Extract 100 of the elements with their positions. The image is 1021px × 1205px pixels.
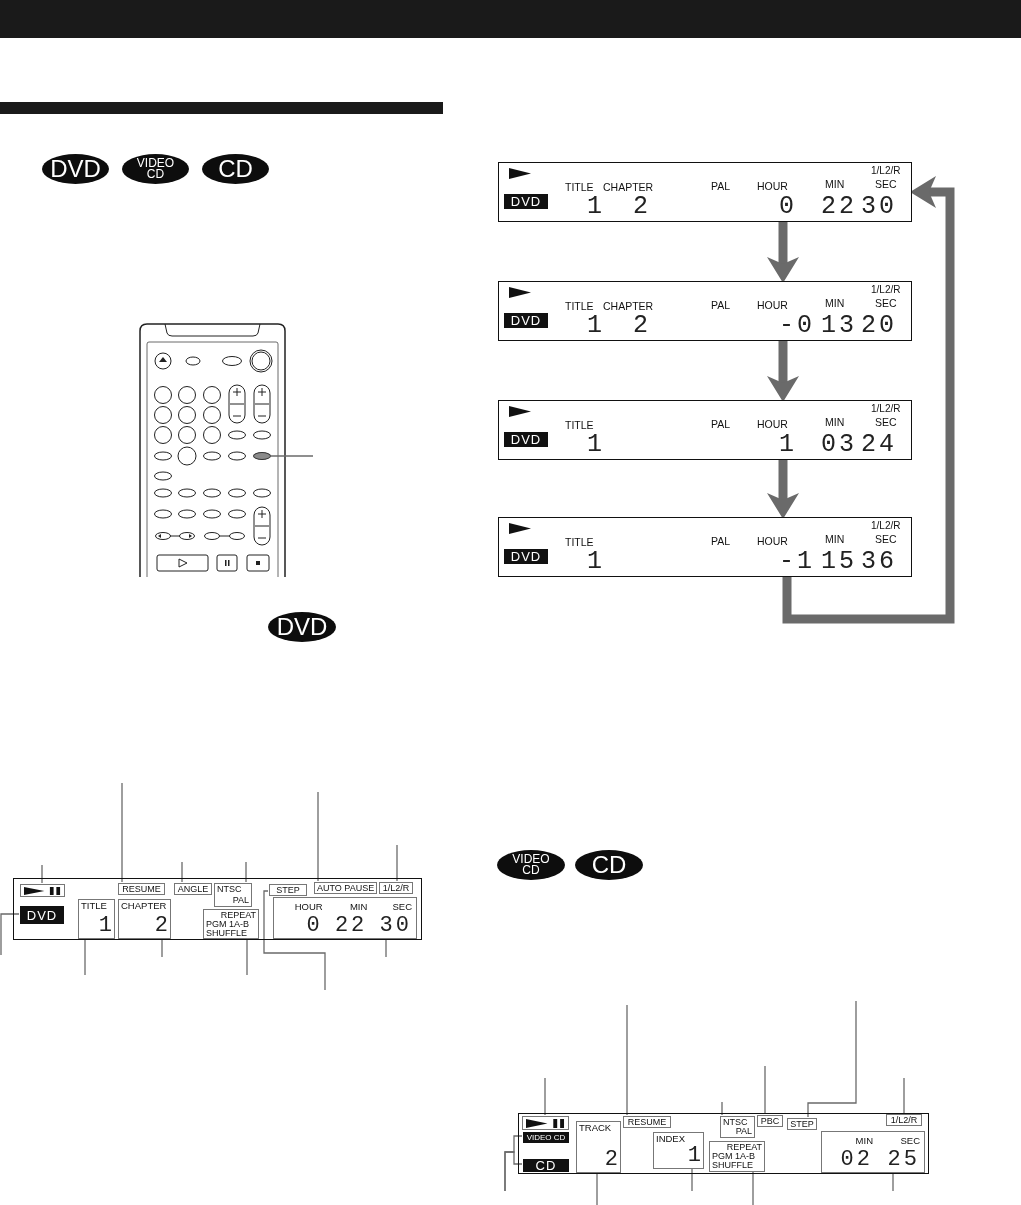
indicator-text: MIN [825, 417, 845, 428]
leader-line [84, 937, 86, 976]
channel-indicator: 1/L2/R [871, 404, 901, 414]
digit-readout: 20 [861, 313, 897, 338]
leader-line [121, 782, 123, 883]
indicator-text: CHAPTER [603, 301, 654, 312]
disc-type-badge: VIDEO CD [497, 850, 565, 880]
disc-type-indicator: DVD [504, 432, 548, 447]
disc-type-badge: DVD [268, 612, 336, 642]
display-indicator: ANGLE [174, 883, 212, 895]
flow-arrow [767, 460, 799, 519]
remote-button [253, 452, 271, 460]
indicator-text: PAL [711, 419, 731, 430]
indicator-text: TITLE [565, 301, 594, 312]
digit-readout: 1 [587, 549, 605, 574]
indicator-text: MIN [825, 534, 845, 545]
indicator-text: SEC [875, 534, 897, 545]
indicator-text: PAL [232, 896, 249, 905]
disc-type-indicator: CD [523, 1159, 569, 1172]
field-label: TRACK [579, 1123, 612, 1133]
indicator-text: PAL [711, 536, 731, 547]
disc-type-badge: VIDEO CD [122, 154, 189, 184]
disc-type-indicator: DVD [504, 549, 548, 564]
play-pause-indicator [20, 884, 65, 897]
field-label: INDEX [656, 1134, 686, 1144]
display-indicator: PBC [757, 1115, 783, 1127]
indicator-text: HOUR [757, 300, 788, 311]
leader-line [161, 937, 163, 958]
lcd-display-panel [498, 281, 912, 341]
field-label: CHAPTER [121, 901, 167, 911]
display-indicator: 1/L2/R [886, 1114, 922, 1126]
leader-line [544, 1077, 546, 1116]
leader-line [807, 1000, 857, 1118]
digit-readout: 30 [861, 194, 897, 219]
flow-arrow [767, 341, 799, 402]
disc-type-indicator: DVD [20, 906, 64, 924]
leader-line [317, 791, 319, 882]
digit-readout: 22 [334, 915, 368, 937]
indicator-text: HOUR [757, 419, 788, 430]
digit-readout: 2 [154, 915, 168, 937]
digit-readout: 15 [821, 549, 857, 574]
leader-line [721, 1101, 723, 1116]
field-label: TITLE [81, 901, 107, 911]
display-indicator: AUTO PAUSE [314, 882, 378, 894]
indicator-text: PAL [711, 300, 731, 311]
indicator-text: REPEAT [220, 911, 256, 920]
digit-readout: 0 [779, 194, 797, 219]
indicator-text: PAL [711, 181, 731, 192]
disc-type-indicator: VIDEO CD [523, 1132, 569, 1143]
disc-type-badge: CD [202, 154, 269, 184]
digit-readout: 1 [687, 1145, 701, 1167]
digit-readout: -1 [779, 549, 815, 574]
digit-readout: 1 [587, 313, 605, 338]
field-label: MIN [349, 902, 368, 912]
indicator-text: SHUFFLE [206, 929, 247, 938]
indicator-text: TITLE [565, 182, 594, 193]
leader-line [0, 913, 20, 956]
field-label: MIN [855, 1136, 873, 1146]
indicator-text: MIN [825, 179, 845, 190]
field-label: HOUR [294, 902, 323, 912]
leader-line [892, 1171, 894, 1192]
display-field [118, 899, 171, 939]
indicator-text: HOUR [757, 536, 788, 547]
display-indicator: STEP [787, 1118, 817, 1130]
indicator-text: SEC [875, 179, 897, 190]
disc-type-indicator: DVD [504, 313, 548, 328]
lcd-display-panel [498, 400, 912, 460]
digit-readout: 02 [840, 1149, 873, 1171]
channel-indicator: 1/L2/R [871, 521, 901, 531]
disc-type-badge: CD [575, 850, 643, 880]
channel-indicator: 1/L2/R [871, 166, 901, 176]
display-indicator [203, 909, 259, 939]
digit-readout: 36 [861, 549, 897, 574]
time-field [821, 1131, 925, 1173]
leader-line [263, 890, 326, 991]
indicator-text: PAL [735, 1127, 752, 1136]
digit-readout: 0 [306, 915, 323, 937]
time-field [273, 897, 417, 939]
digit-readout: 2 [604, 1149, 618, 1171]
indicator-text: SHUFFLE [712, 1161, 753, 1170]
display-indicator [720, 1116, 755, 1138]
digit-readout: 1 [779, 432, 797, 457]
digit-readout: 13 [821, 313, 857, 338]
indicator-text: TITLE [565, 537, 594, 548]
lcd-display [13, 878, 422, 940]
leader-line [41, 864, 43, 884]
digit-readout: 24 [861, 432, 897, 457]
leader-line [396, 844, 398, 882]
digit-readout: 1 [587, 432, 605, 457]
field-label: SEC [392, 902, 412, 912]
channel-indicator: 1/L2/R [871, 285, 901, 295]
display-field [78, 899, 115, 939]
leader-line [270, 455, 314, 457]
display-indicator: RESUME [118, 883, 165, 895]
lcd-display-panel [498, 162, 912, 222]
digit-readout: 25 [887, 1149, 920, 1171]
display-indicator: STEP [269, 884, 307, 896]
display-indicator: RESUME [623, 1116, 671, 1128]
digit-readout: 30 [379, 915, 412, 937]
field-label: SEC [900, 1136, 920, 1146]
